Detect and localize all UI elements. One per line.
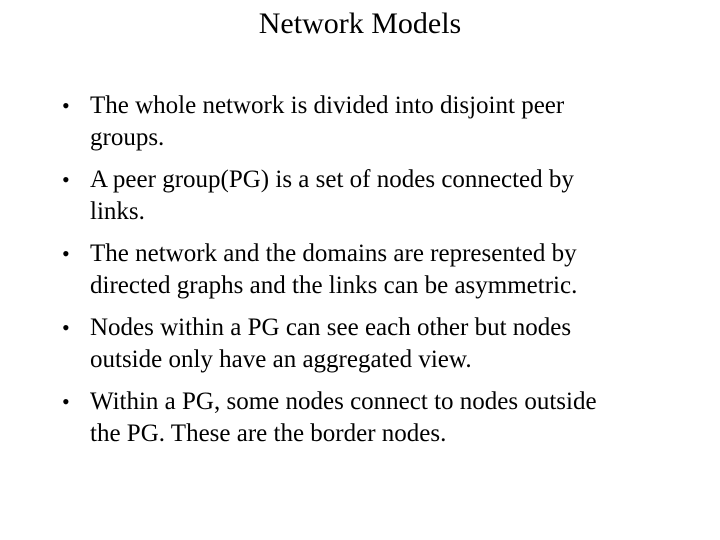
bullet-line: links. <box>90 198 145 225</box>
bullet-line: Nodes within a PG can see each other but… <box>90 314 572 341</box>
bullet-item-5: • Within a PG, some nodes connect to nod… <box>62 386 710 450</box>
bullet-text: A peer group(PG) is a set of nodes conne… <box>90 164 710 228</box>
bullet-text: The whole network is divided into disjoi… <box>90 90 710 154</box>
bullet-marker-icon: • <box>62 93 70 118</box>
bullet-marker-icon: • <box>62 241 70 266</box>
bullet-marker-icon: • <box>62 315 70 340</box>
bullet-text: Within a PG, some nodes connect to nodes… <box>90 386 710 450</box>
bullet-list: • The whole network is divided into disj… <box>62 90 710 460</box>
bullet-text: The network and the domains are represen… <box>90 238 710 302</box>
bullet-line: The whole network is divided into disjoi… <box>90 92 565 119</box>
bullet-item-1: • The whole network is divided into disj… <box>62 90 710 154</box>
bullet-line: outside only have an aggregated view. <box>90 346 472 373</box>
bullet-line: directed graphs and the links can be asy… <box>90 272 578 299</box>
slide-title: Network Models <box>258 7 462 40</box>
bullet-text: Nodes within a PG can see each other but… <box>90 312 710 376</box>
bullet-line: Within a PG, some nodes connect to nodes… <box>90 388 597 415</box>
bullet-marker-icon: • <box>62 389 70 414</box>
bullet-line: groups. <box>90 124 165 151</box>
bullet-line: The network and the domains are represen… <box>90 240 577 267</box>
bullet-item-3: • The network and the domains are repres… <box>62 238 710 302</box>
bullet-item-4: • Nodes within a PG can see each other b… <box>62 312 710 376</box>
bullet-line: A peer group(PG) is a set of nodes conne… <box>90 166 574 193</box>
bullet-marker-icon: • <box>62 167 70 192</box>
bullet-item-2: • A peer group(PG) is a set of nodes con… <box>62 164 710 228</box>
bullet-line: the PG. These are the border nodes. <box>90 420 447 447</box>
